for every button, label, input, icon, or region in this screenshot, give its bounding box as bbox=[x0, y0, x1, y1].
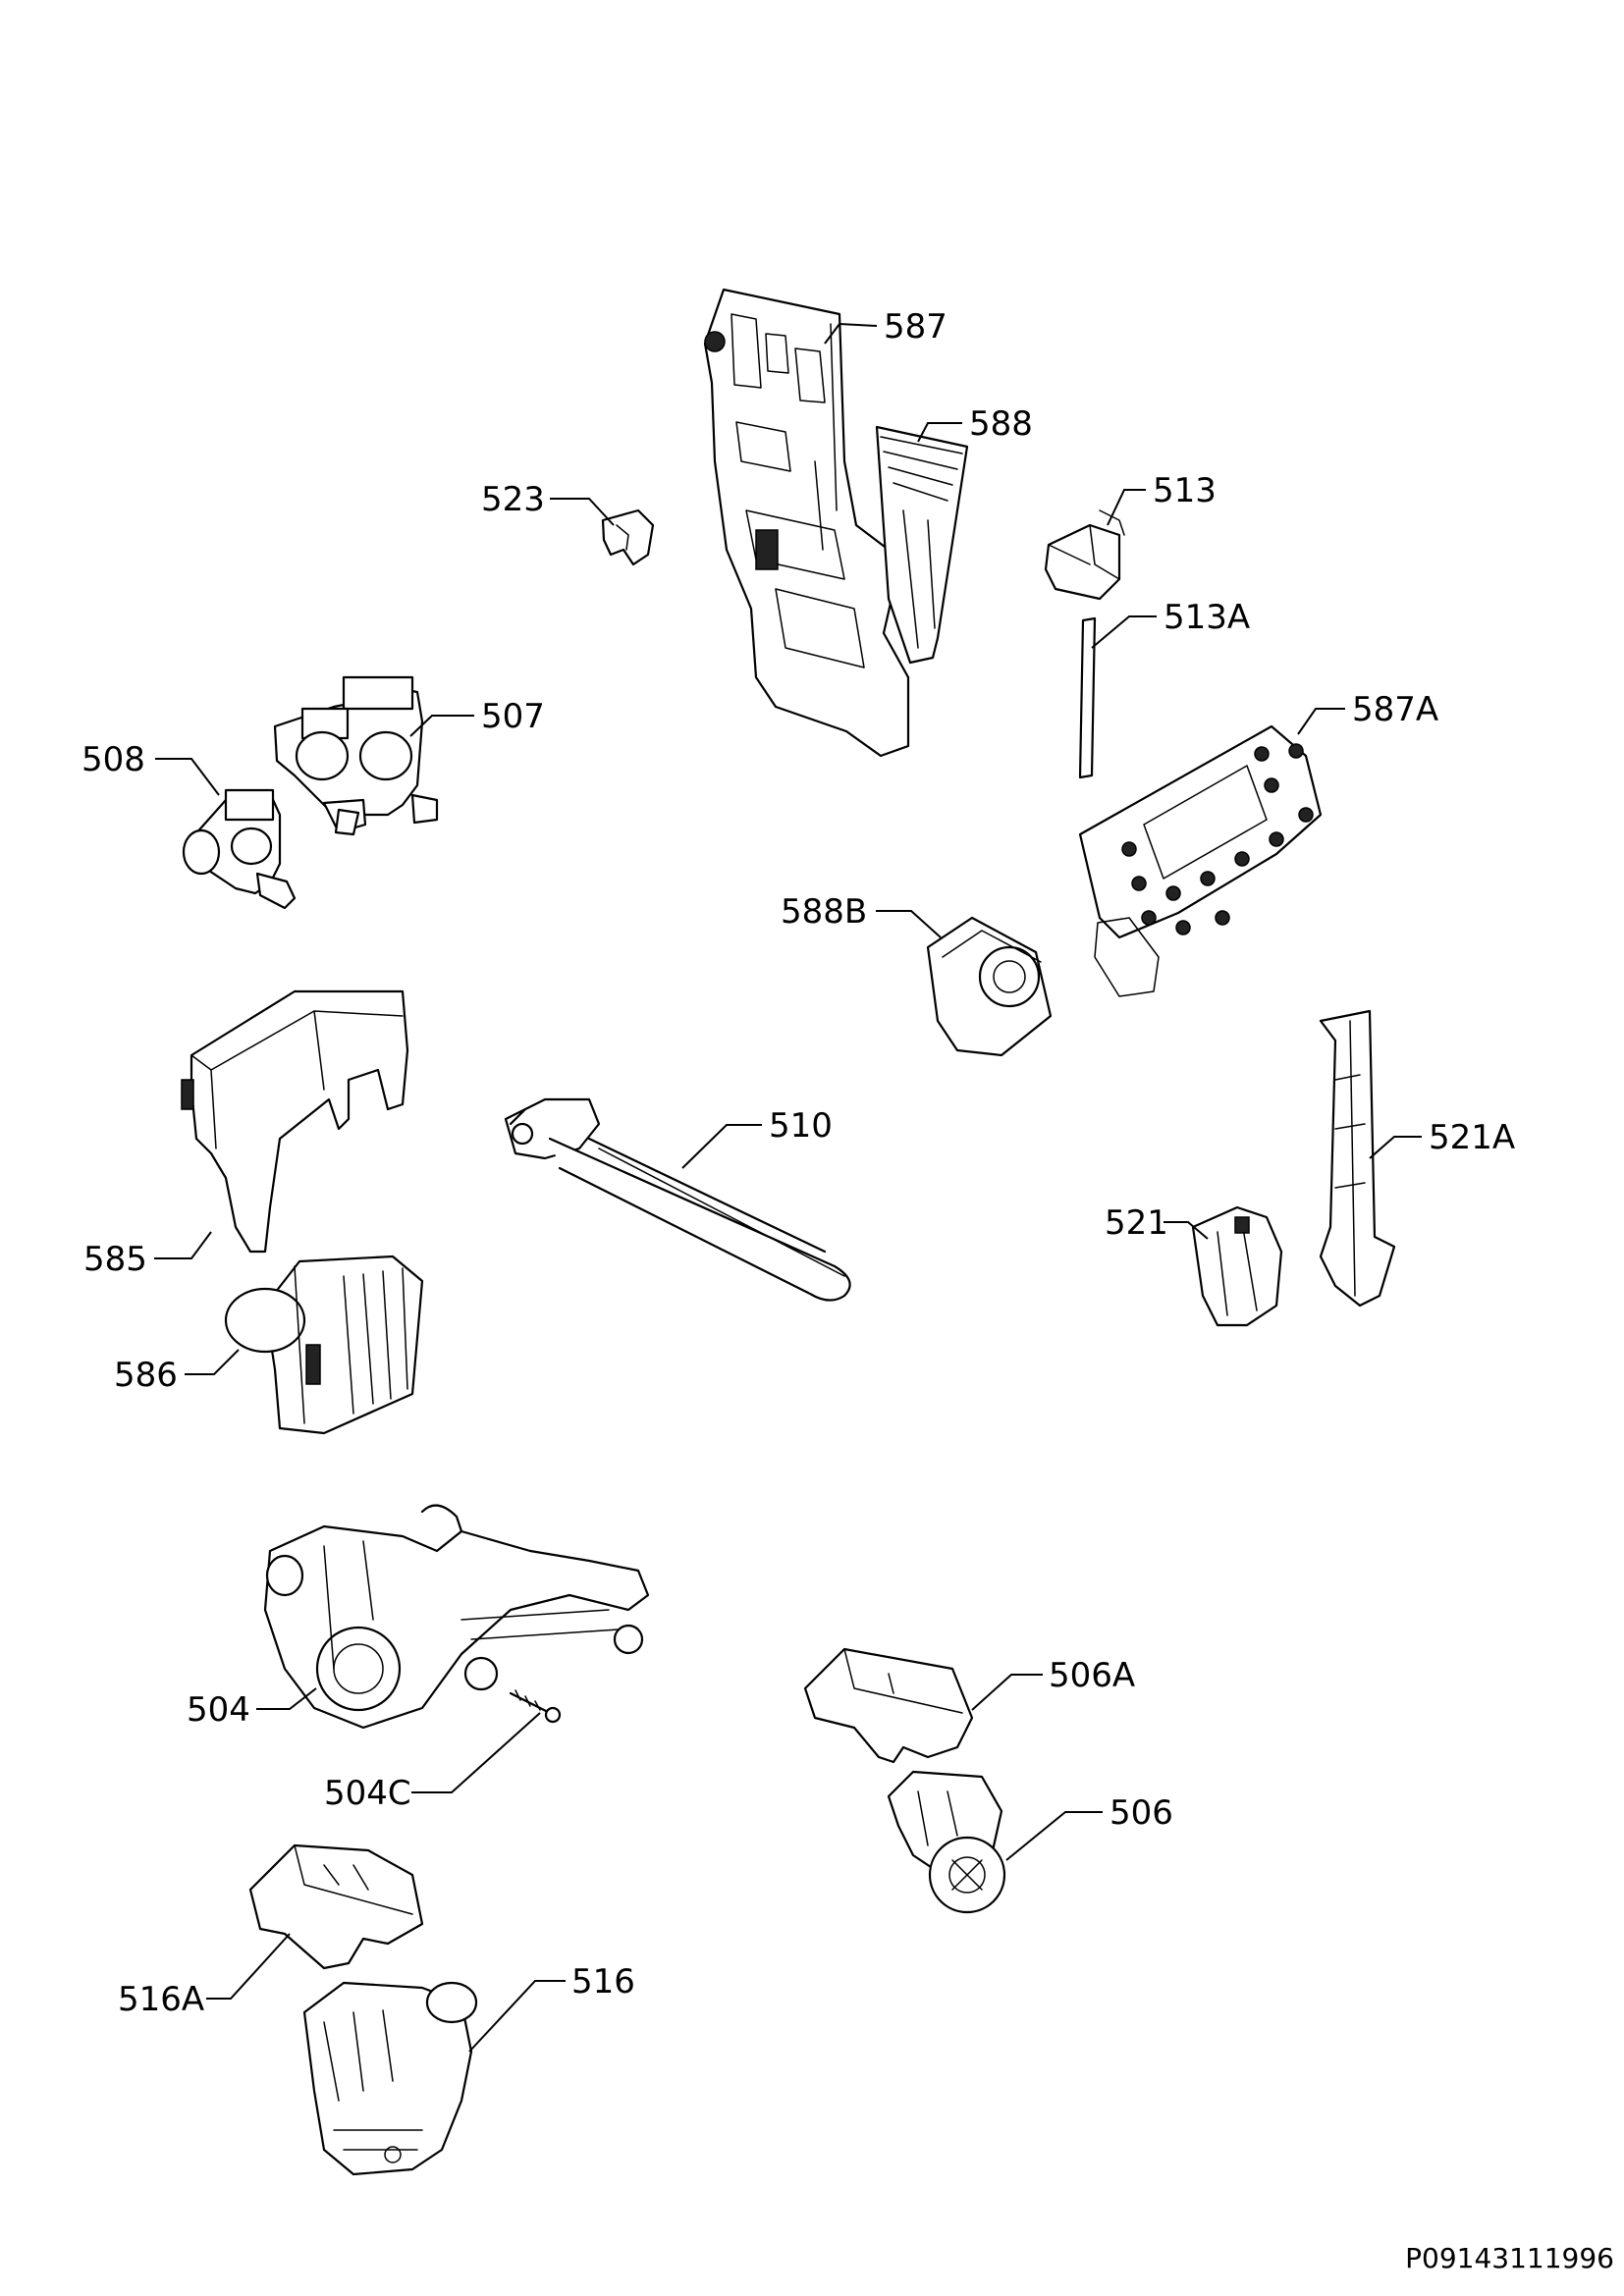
label-506A: 506A bbox=[1049, 1656, 1135, 1695]
part-516A-pump-cover bbox=[248, 1843, 424, 1970]
part-508-inlet-valve bbox=[182, 788, 297, 910]
label-510: 510 bbox=[769, 1106, 833, 1146]
part-587A-display-board bbox=[1078, 724, 1323, 997]
part-521A-lever bbox=[1319, 1009, 1396, 1308]
part-513-connector bbox=[1044, 509, 1125, 601]
label-587: 587 bbox=[884, 307, 947, 347]
part-588B-pressure-sensor bbox=[926, 916, 1053, 1057]
label-588B: 588B bbox=[781, 892, 867, 932]
leader-lines bbox=[154, 322, 1422, 2053]
label-506: 506 bbox=[1110, 1793, 1173, 1833]
label-586: 586 bbox=[114, 1356, 178, 1395]
label-504C: 504C bbox=[324, 1774, 411, 1813]
label-521A: 521A bbox=[1429, 1118, 1515, 1157]
part-587-control-board bbox=[703, 288, 910, 758]
label-507: 507 bbox=[481, 697, 545, 736]
part-510-heating-element bbox=[504, 1097, 851, 1302]
label-588: 588 bbox=[969, 404, 1033, 444]
part-506-drain-pump bbox=[887, 1770, 1006, 1914]
label-585: 585 bbox=[83, 1240, 147, 1279]
label-523: 523 bbox=[481, 480, 545, 519]
label-504: 504 bbox=[187, 1690, 250, 1730]
label-516A: 516A bbox=[118, 1980, 204, 2019]
label-516: 516 bbox=[571, 1962, 635, 2002]
label-513: 513 bbox=[1153, 471, 1217, 510]
part-521-door-lock bbox=[1191, 1205, 1283, 1327]
part-588-board-housing bbox=[875, 425, 969, 665]
part-513A-rod bbox=[1078, 616, 1097, 779]
part-516-drain-pump bbox=[302, 1981, 478, 2176]
part-585-cover bbox=[181, 989, 409, 1254]
label-508: 508 bbox=[81, 740, 145, 779]
part-506A-pump-cover bbox=[803, 1647, 974, 1764]
part-504C-screw bbox=[509, 1689, 562, 1724]
part-507-inlet-valve bbox=[273, 675, 439, 836]
part-523-clip bbox=[601, 508, 655, 566]
label-521: 521 bbox=[1105, 1203, 1168, 1243]
drawing-code: P09143111996 bbox=[1405, 2242, 1614, 2274]
part-labels: 587 588 523 513 513A 507 508 587A 588B 5… bbox=[81, 307, 1515, 2019]
label-513A: 513A bbox=[1164, 598, 1250, 637]
label-587A: 587A bbox=[1352, 690, 1438, 729]
part-504-motor bbox=[263, 1504, 650, 1730]
part-586-motor-controller bbox=[224, 1255, 424, 1435]
